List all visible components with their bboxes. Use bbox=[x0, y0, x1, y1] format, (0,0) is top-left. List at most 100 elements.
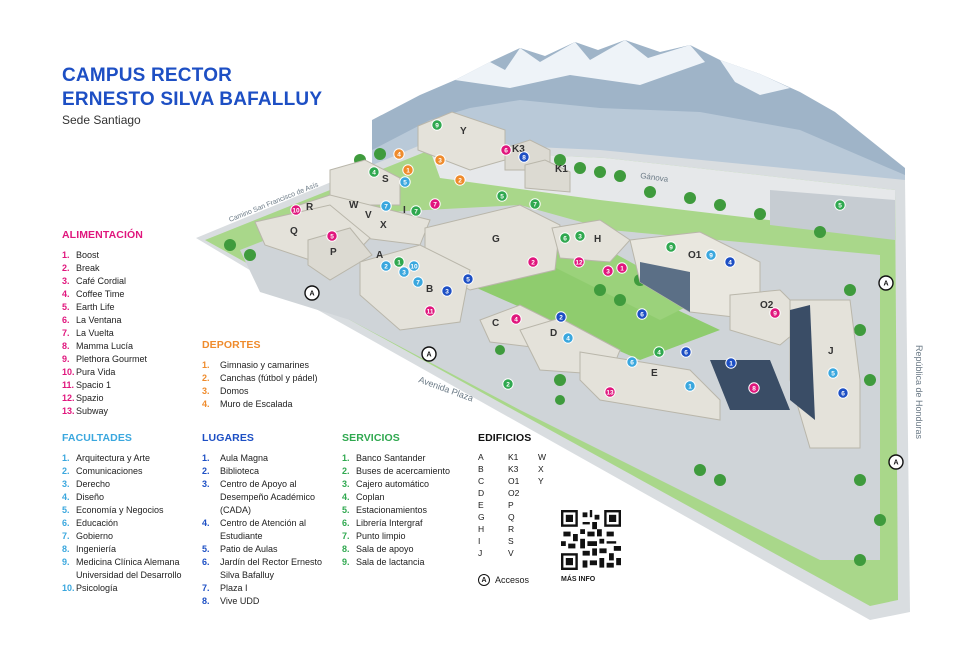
legend-item-label: Spazio bbox=[76, 393, 104, 403]
building-label: G bbox=[492, 234, 500, 245]
map-marker-lugares[interactable]: 5 bbox=[462, 273, 474, 285]
legend-item: 10.Psicología bbox=[62, 582, 192, 595]
map-marker-servicios[interactable]: 5 bbox=[496, 190, 508, 202]
legend-item-number: 1. bbox=[202, 453, 210, 463]
map-marker-servicios[interactable]: 9 bbox=[665, 241, 677, 253]
marker-number: 8 bbox=[522, 154, 526, 161]
legend-item-label: Muro de Escalada bbox=[220, 399, 293, 409]
legend-item-number: 5. bbox=[202, 544, 210, 554]
map-marker-facultades[interactable]: 3 bbox=[398, 266, 410, 278]
map-marker-alimentacion[interactable]: 11 bbox=[424, 305, 436, 317]
access-marker[interactable]: A bbox=[304, 285, 320, 301]
map-marker-alimentacion[interactable]: 9 bbox=[769, 307, 781, 319]
map-marker-servicios[interactable]: 7 bbox=[529, 198, 541, 210]
title-line-2: ERNESTO SILVA BAFALLUY bbox=[62, 89, 323, 110]
map-marker-alimentacion[interactable]: 7 bbox=[429, 198, 441, 210]
marker-dot bbox=[290, 204, 302, 216]
map-marker-lugares[interactable]: 6 bbox=[680, 346, 692, 358]
map-marker-alimentacion[interactable]: 13 bbox=[604, 386, 616, 398]
map-marker-servicios[interactable]: 6 bbox=[559, 232, 571, 244]
legend-item: 7.Punto limpio bbox=[342, 530, 472, 543]
map-marker-servicios[interactable]: 2 bbox=[502, 378, 514, 390]
marker-number: 12 bbox=[575, 259, 583, 266]
buildings bbox=[254, 111, 861, 449]
legend-item-label: Arquitectura y Arte bbox=[76, 453, 151, 463]
legend-item-number: 6. bbox=[202, 557, 210, 567]
legend-item-label: Vive UDD bbox=[220, 596, 260, 606]
map-marker-alimentacion[interactable]: 3 bbox=[602, 265, 614, 277]
access-marker[interactable]: A bbox=[421, 346, 437, 362]
accesos-legend: A Accesos bbox=[478, 574, 529, 586]
map-marker-alimentacion[interactable]: 8 bbox=[748, 382, 760, 394]
legend-item: 4.Diseño bbox=[62, 491, 192, 504]
map-marker-facultades[interactable]: 6 bbox=[626, 356, 638, 368]
legend-item-number: 5. bbox=[62, 302, 70, 312]
legend-item-label: Centro de Atención al Estudiante bbox=[220, 518, 307, 541]
legend-item: 9.Medicina Clínica Alemana Universidad d… bbox=[62, 556, 192, 582]
map-marker-lugares[interactable]: 1 bbox=[725, 357, 737, 369]
access-marker[interactable]: A bbox=[888, 454, 904, 470]
map-marker-facultades[interactable]: 5 bbox=[399, 176, 411, 188]
map-marker-deportes[interactable]: 4 bbox=[393, 148, 405, 160]
map-marker-servicios[interactable]: 4 bbox=[368, 166, 380, 178]
map-marker-servicios[interactable]: 9 bbox=[431, 119, 443, 131]
access-marker[interactable]: A bbox=[878, 275, 894, 291]
marker-dot bbox=[834, 199, 846, 211]
map-marker-facultades[interactable]: 7 bbox=[412, 276, 424, 288]
map-marker-alimentacion[interactable]: 2 bbox=[527, 256, 539, 268]
building-label: D bbox=[550, 328, 557, 339]
qr-code-icon[interactable] bbox=[561, 510, 621, 570]
map-marker-alimentacion[interactable]: 6 bbox=[500, 144, 512, 156]
map-marker-lugares[interactable]: 2 bbox=[555, 311, 567, 323]
marker-number: 7 bbox=[416, 279, 420, 286]
marker-dot bbox=[410, 205, 422, 217]
marker-dot bbox=[529, 198, 541, 210]
map-marker-servicios[interactable]: 1 bbox=[393, 256, 405, 268]
map-marker-facultades[interactable]: 10 bbox=[408, 260, 420, 272]
map-marker-lugares[interactable]: 6 bbox=[636, 308, 648, 320]
marker-number: 9 bbox=[435, 122, 439, 129]
map-marker-alimentacion[interactable]: 5 bbox=[326, 230, 338, 242]
map-marker-servicios[interactable]: 3 bbox=[574, 230, 586, 242]
legend-item: 3.Cajero automático bbox=[342, 478, 472, 491]
map-marker-lugares[interactable]: 4 bbox=[724, 256, 736, 268]
map-marker-lugares[interactable]: 8 bbox=[518, 151, 530, 163]
marker-number: 10 bbox=[292, 207, 300, 214]
map-marker-alimentacion[interactable]: 4 bbox=[510, 313, 522, 325]
access-ring bbox=[421, 346, 437, 362]
marker-dot bbox=[429, 198, 441, 210]
legend-item: 1.Arquitectura y Arte bbox=[62, 452, 192, 465]
map-marker-facultades[interactable]: 2 bbox=[380, 260, 392, 272]
legend-item: 7.Plaza I bbox=[202, 582, 332, 595]
building-label: X bbox=[380, 220, 387, 231]
legend-item-label: Earth Life bbox=[76, 302, 115, 312]
map-marker-servicios[interactable]: 5 bbox=[834, 199, 846, 211]
map-marker-lugares[interactable]: 6 bbox=[837, 387, 849, 399]
map-marker-deportes[interactable]: 1 bbox=[402, 164, 414, 176]
map-marker-facultades[interactable]: 4 bbox=[562, 332, 574, 344]
marker-number: 13 bbox=[606, 389, 614, 396]
map-marker-facultades[interactable]: 1 bbox=[684, 380, 696, 392]
map-marker-servicios[interactable]: 7 bbox=[410, 205, 422, 217]
legend-item: 9.Plethora Gourmet bbox=[62, 353, 147, 366]
legend-item: 5. Earth Life bbox=[62, 301, 147, 314]
map-marker-alimentacion[interactable]: 1 bbox=[616, 262, 628, 274]
street-ganova: Gánova bbox=[640, 171, 670, 184]
map-marker-facultades[interactable]: 9 bbox=[705, 249, 717, 261]
map-marker-alimentacion[interactable]: 10 bbox=[290, 204, 302, 216]
map-marker-facultades[interactable]: 7 bbox=[380, 200, 392, 212]
legend-item: 6.Librería Intergraf bbox=[342, 517, 472, 530]
legend-item-label: Café Cordial bbox=[76, 276, 127, 286]
map-marker-lugares[interactable]: 3 bbox=[441, 285, 453, 297]
marker-dot bbox=[510, 313, 522, 325]
marker-dot bbox=[462, 273, 474, 285]
map-marker-deportes[interactable]: 2 bbox=[454, 174, 466, 186]
map-marker-deportes[interactable]: 3 bbox=[434, 154, 446, 166]
map-marker-facultades[interactable]: 5 bbox=[827, 367, 839, 379]
marker-dot bbox=[626, 356, 638, 368]
map-marker-servicios[interactable]: 4 bbox=[653, 346, 665, 358]
building-label: H bbox=[594, 234, 601, 245]
map-marker-alimentacion[interactable]: 12 bbox=[573, 256, 585, 268]
legend-item-label: Ingeniería bbox=[76, 544, 117, 554]
legend-item-number: 2. bbox=[62, 263, 70, 273]
